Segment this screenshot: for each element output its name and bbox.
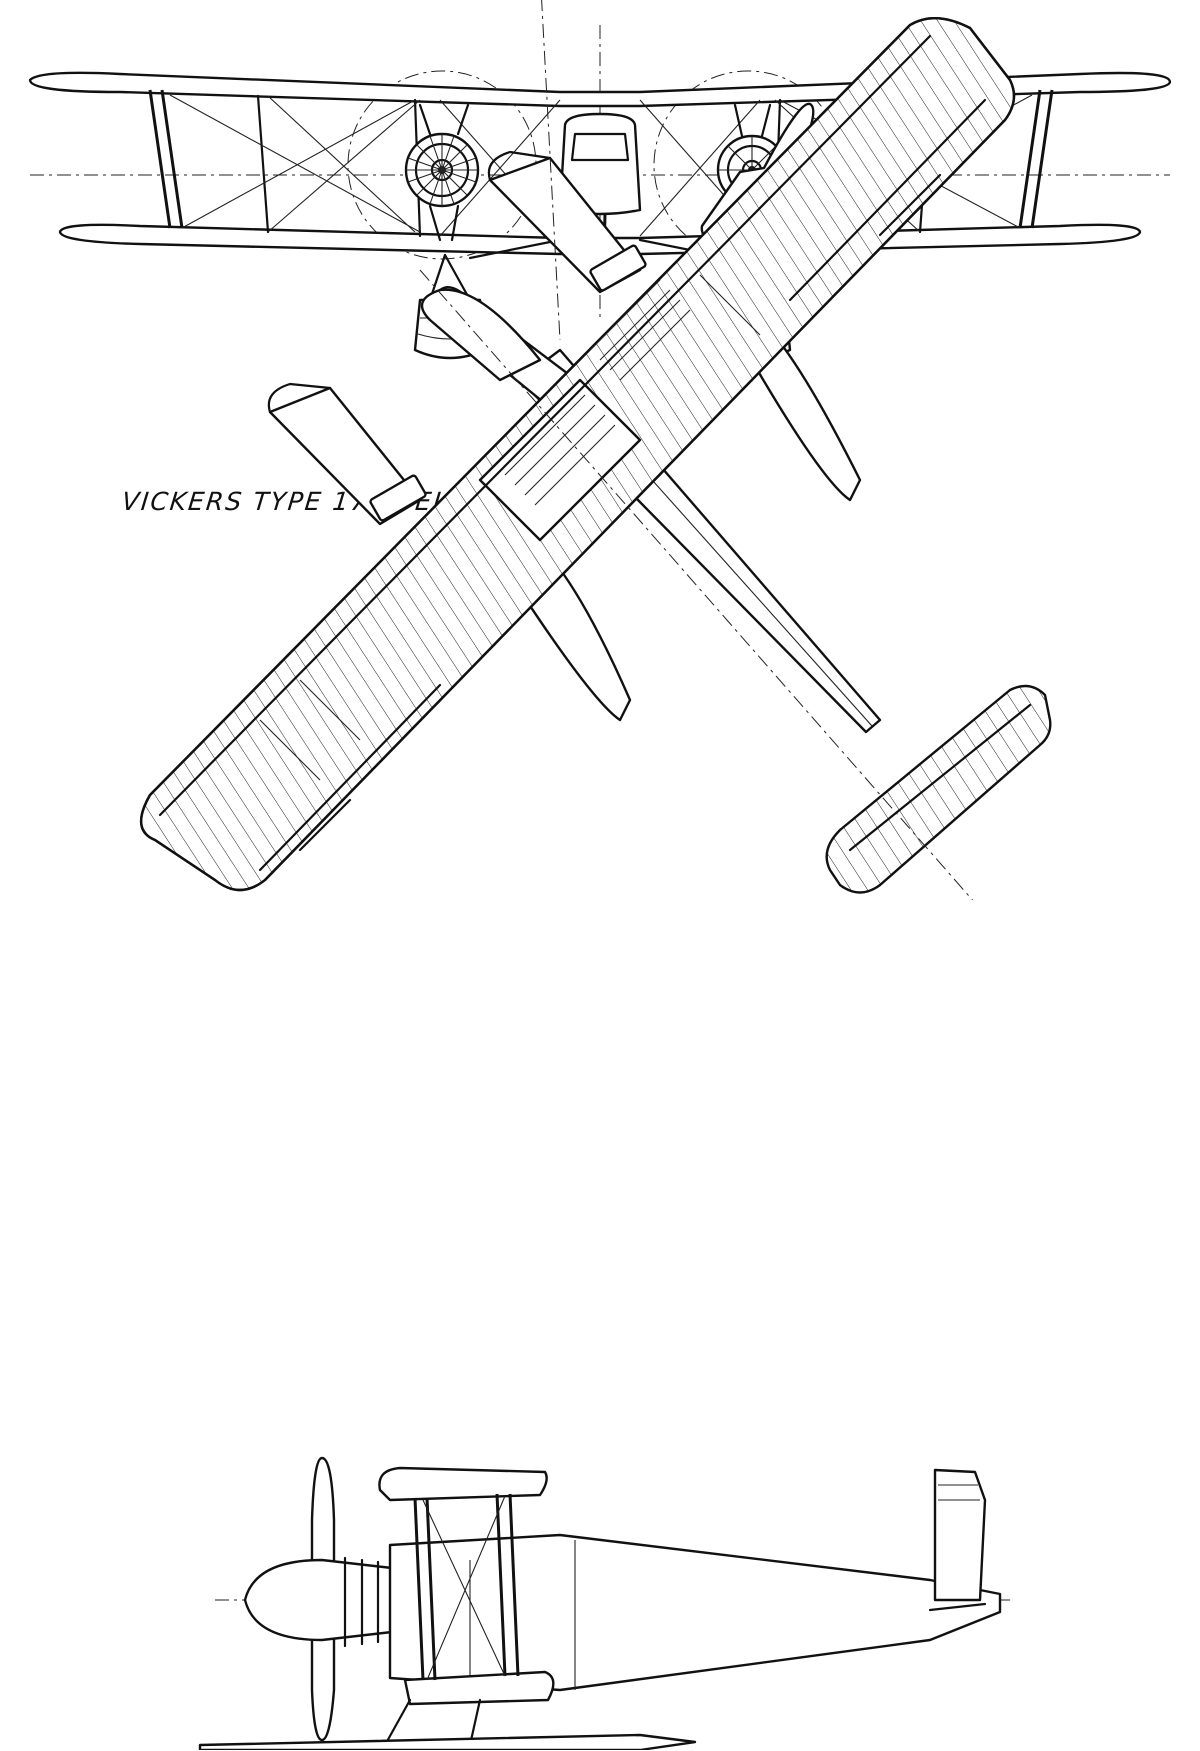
nose-cowl: [420, 288, 542, 382]
fuselage-side: [388, 1533, 1002, 1692]
engine-cowl: [243, 1558, 394, 1642]
upper-wing-side: [378, 1466, 548, 1502]
tail-fin: [933, 1468, 987, 1602]
float-side: [198, 1733, 697, 1750]
engine-nacelles: [267, 150, 647, 526]
port-engine: [404, 132, 480, 208]
wing-struts-side: [413, 1493, 520, 1681]
side-view: [198, 1456, 1010, 1750]
tailplane: [825, 684, 1052, 894]
plan-view: [140, 0, 1052, 900]
lower-wing-side: [403, 1670, 555, 1706]
